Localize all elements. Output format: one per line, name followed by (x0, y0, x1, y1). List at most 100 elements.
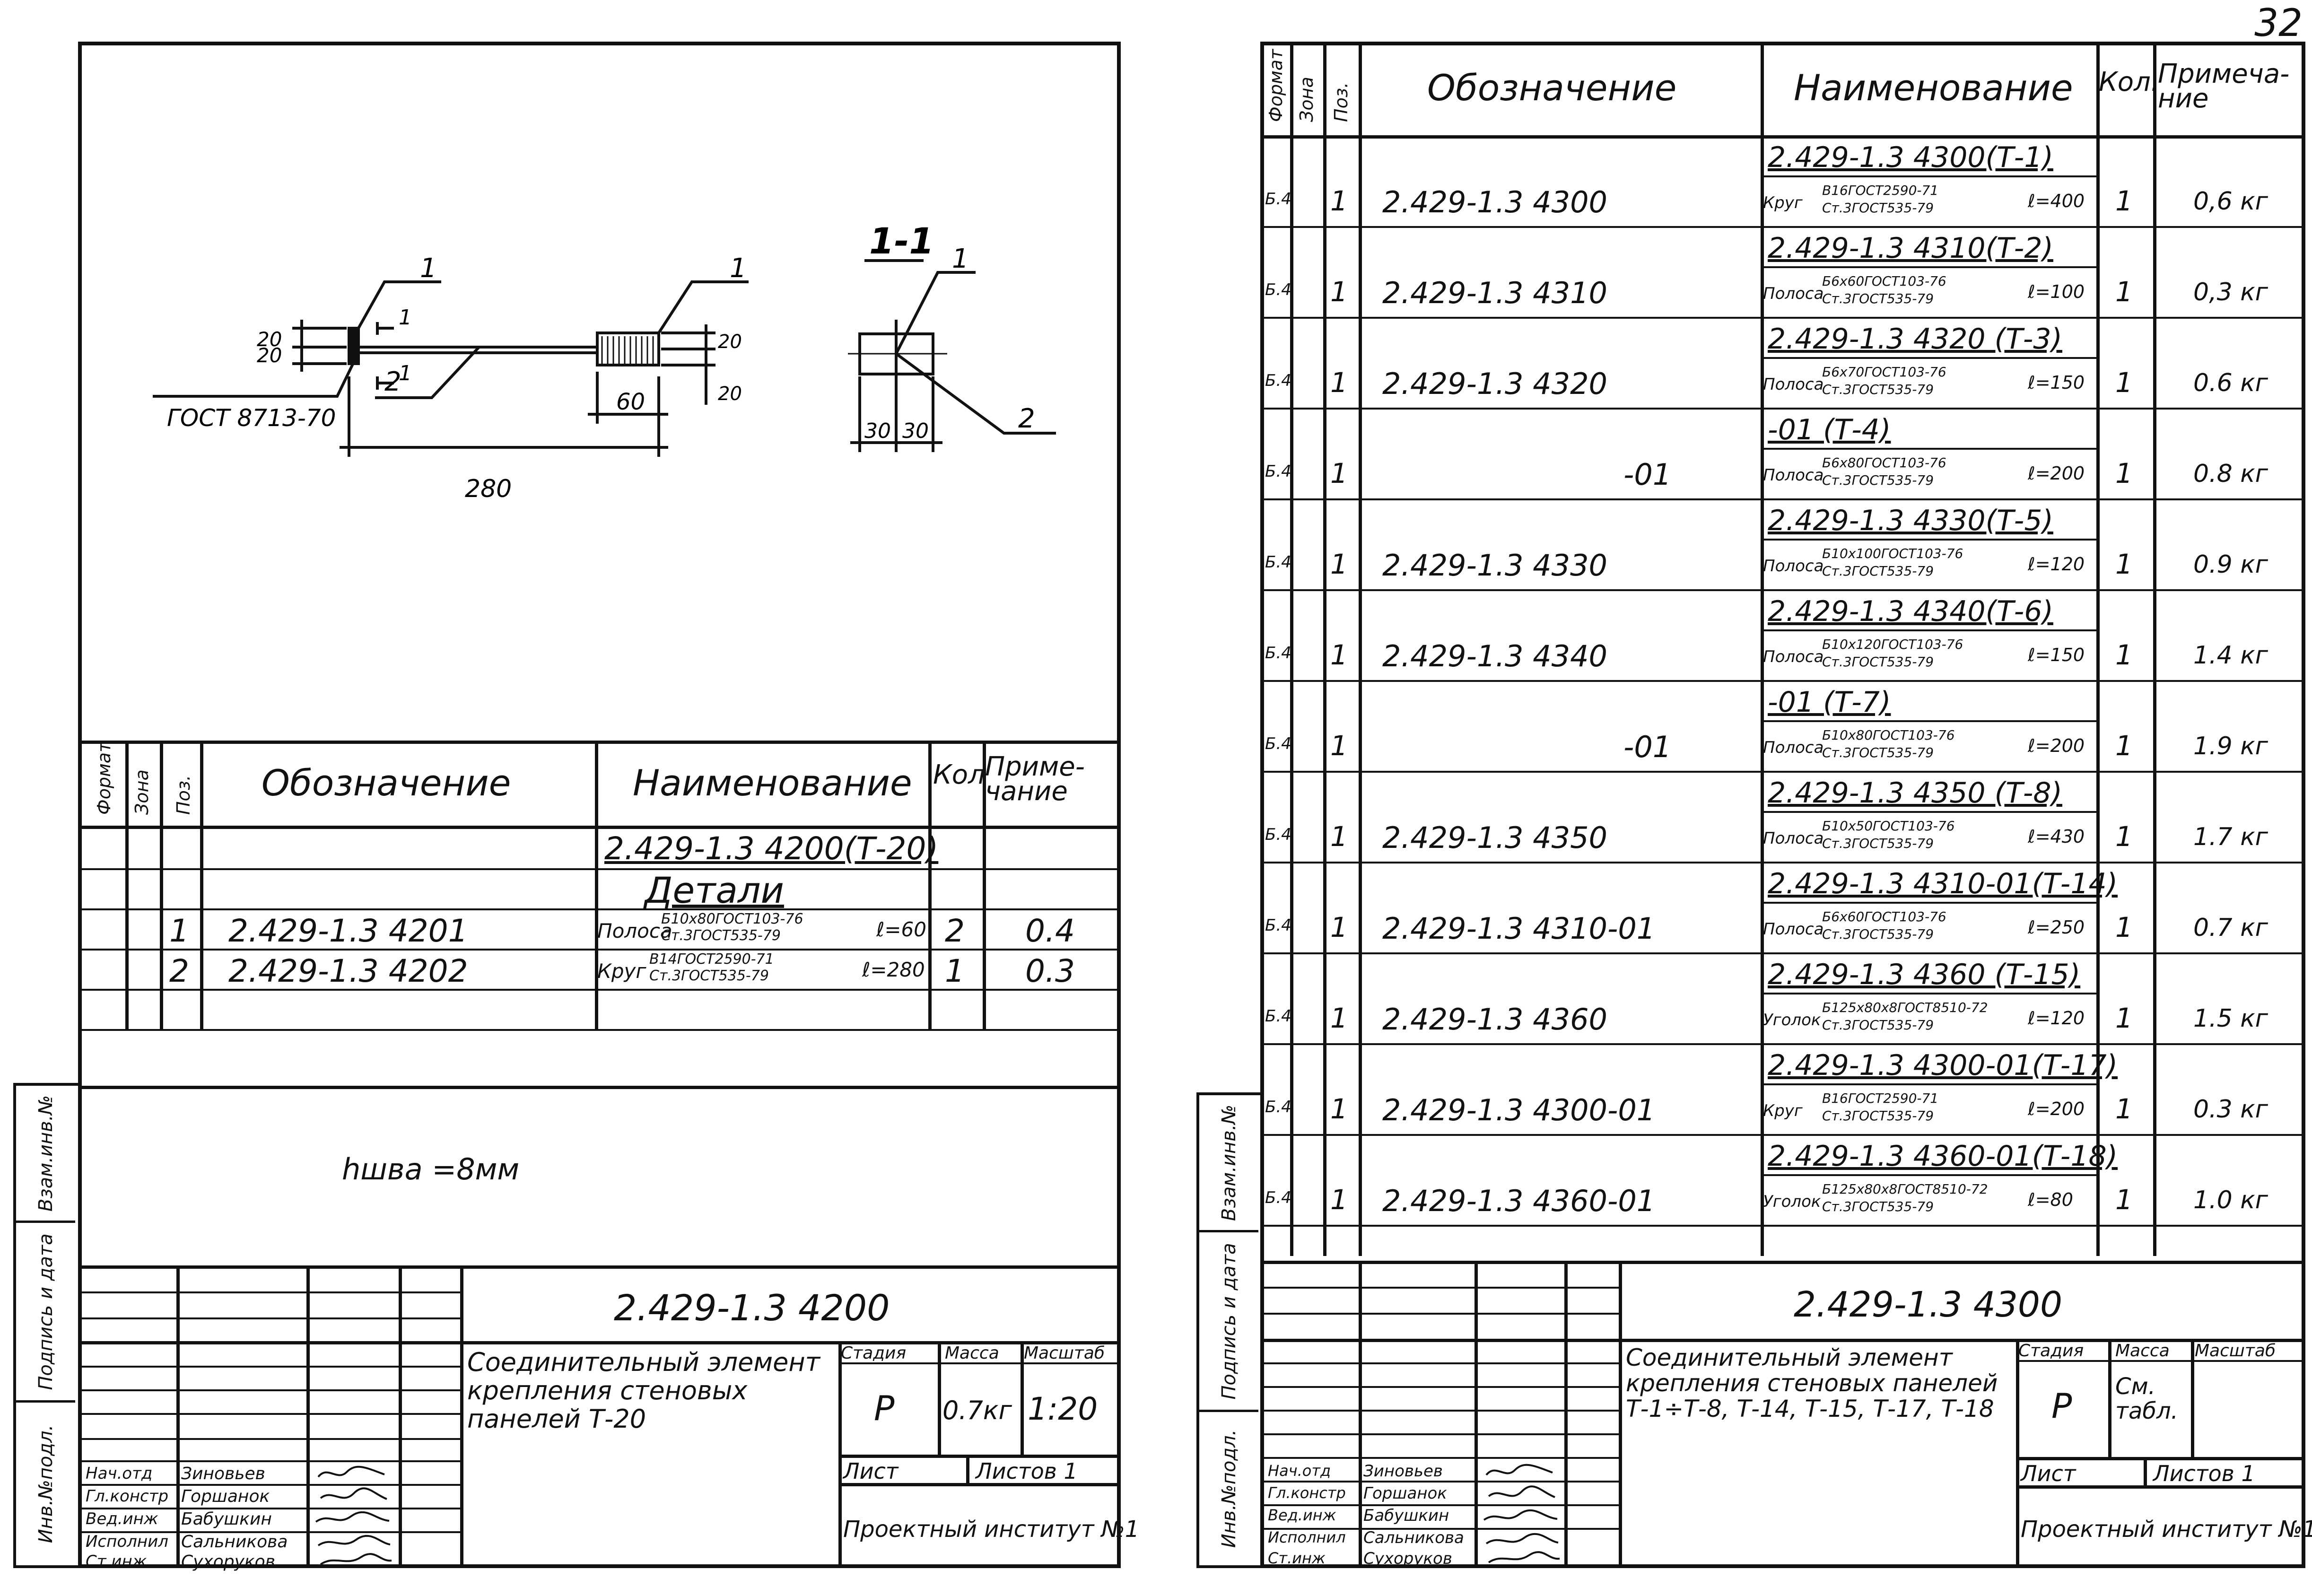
spec-format: Б.4 (1265, 1098, 1291, 1116)
spec-format: Б.4 (1265, 644, 1291, 663)
row-divider (1761, 539, 2096, 541)
spec-name-top: Б10x80ГОСТ103-76 (1822, 727, 1955, 743)
spec-name-bottom: Ст.3ГОСТ535-79 (1822, 563, 1934, 579)
spec-name-top: Б6x80ГОСТ103-76 (1822, 455, 1946, 471)
spec-name-length: ℓ=150 (2028, 645, 2085, 665)
binding-cell: Инв.№подл. (1199, 1412, 1258, 1565)
col-header-qty: Кол (933, 759, 985, 790)
spec-note: 1.7 кг (2193, 823, 2268, 851)
spec-name-bottom: Ст.3ГОСТ535-79 (1822, 745, 1934, 760)
row-divider (1264, 408, 2302, 410)
col-header-note: Приме-чание (985, 751, 1085, 807)
spec-note: 1.5 кг (2193, 1004, 2268, 1033)
right-binding-strip: Взам.инв.№ Подпись и дата Инв.№подл. (1196, 1092, 1261, 1568)
spec-format: Б.4 (1265, 190, 1291, 209)
col-header-qty: Кол. (2099, 67, 2159, 97)
spec-name-length: ℓ=200 (2028, 1099, 2085, 1119)
spec-name-length: ℓ=120 (2028, 554, 2085, 575)
signature-icon (315, 1465, 392, 1565)
spec-name-bottom: Ст.3ГОСТ535-79 (1822, 472, 1934, 488)
dim-20: 20 (257, 328, 282, 351)
row-divider (1761, 448, 2096, 450)
spec-group-title: 2.429-1.3 4340(Т-6) (1768, 595, 2053, 628)
spec-designation: 2.429-1.3 4310-01 (1382, 911, 1656, 946)
org-name: Проектный институт №1 (2021, 1516, 2312, 1543)
spec-name-top: Б10x120ГОСТ103-76 (1822, 637, 1963, 652)
row-divider (1264, 226, 2302, 228)
person-name: Бабушкин (181, 1509, 272, 1529)
spec-name-prefix: Полоса (1763, 557, 1824, 576)
org-name: Проектный институт №1 (843, 1516, 1140, 1543)
spec-name-bottom: Ст.3ГОСТ535-79 (1822, 291, 1934, 306)
spec-name-prefix: Полоса (1763, 375, 1824, 394)
left-drawing-sheet: ГОСТ 8713-70 280 60 20 20 20 20 30 30 1-… (78, 42, 1139, 1571)
col-header-format: Формат (94, 741, 114, 815)
spec-group-title: -01 (Т-4) (1768, 413, 1891, 446)
col-header-pos: Поз. (1331, 82, 1352, 122)
role-label: Вед.инж (1268, 1506, 1336, 1524)
dim-30: 30 (864, 419, 891, 443)
role-label: Исполнил (86, 1532, 168, 1551)
section-label: 1-1 (869, 220, 934, 262)
spec-name-prefix: Уголок (1763, 1011, 1821, 1029)
spec-qty: 1 (2115, 366, 2133, 399)
spec-note: 0,3 кг (2193, 278, 2268, 306)
binding-cell: Подпись и дата (1199, 1232, 1258, 1412)
spec-name-bottom: Ст.3ГОСТ535-79 (1822, 382, 1934, 397)
spec-name-prefix: Полоса (1763, 284, 1824, 303)
spec-qty: 1 (2115, 1002, 2133, 1034)
row-divider (1264, 498, 2302, 500)
binding-cell: Взам.инв.№ (1199, 1095, 1258, 1232)
spec-name-length: ℓ=120 (2028, 1008, 2085, 1029)
spec-designation: -01 (1623, 457, 1672, 492)
spec-name-length: ℓ=80 (2028, 1189, 2073, 1210)
spec-qty: 1 (945, 953, 965, 989)
title-doc-number: 2.429-1.3 4200 (614, 1287, 890, 1329)
binding-label: Подпись и дата (35, 1233, 57, 1390)
spec-name-length: ℓ=250 (2028, 917, 2085, 938)
col-header-name: Наименование (633, 762, 912, 804)
row-divider (1761, 720, 2096, 722)
spec-designation: 2.429-1.3 4310 (1382, 276, 1607, 310)
spec-name-bottom: Ст.3ГОСТ535-79 (1822, 654, 1934, 670)
scale-label: Масштаб (1024, 1343, 1105, 1363)
scale-value: 1:20 (1028, 1391, 1098, 1427)
spec-format: Б.4 (1265, 371, 1291, 390)
spec-name-length: ℓ=200 (2028, 735, 2085, 756)
spec-note: 0.3 кг (2193, 1095, 2268, 1124)
role-label: Нач.отд (1268, 1462, 1331, 1480)
spec-format: Б.4 (1265, 462, 1291, 481)
spec-pos: 1 (1330, 639, 1348, 671)
binding-label: Подпись и дата (1218, 1242, 1240, 1400)
spec-format: Б.4 (1265, 916, 1291, 935)
spec-pos: 1 (1330, 1002, 1348, 1034)
spec-name-prefix: Полоса (1763, 920, 1824, 939)
spec-format: Б.4 (1265, 553, 1291, 572)
dim-20: 20 (718, 331, 742, 353)
mass-label: Масса (945, 1343, 999, 1363)
spec-name-length: ℓ=430 (2028, 826, 2085, 847)
spec-designation: 2.429-1.3 4202 (228, 953, 468, 989)
left-title-block: 2.429-1.3 4200 Соединительный элемент кр… (82, 1265, 1139, 1571)
spec-note: 0.3 (1025, 953, 1075, 989)
sheet-label: Лист (2021, 1461, 2076, 1486)
dim-60: 60 (616, 389, 645, 415)
spec-format: Б.4 (1265, 734, 1291, 753)
spec-name-bottom: Ст.3ГОСТ535-79 (661, 927, 781, 944)
spec-note: 0.6 кг (2193, 369, 2268, 397)
row-divider (1761, 902, 2096, 904)
role-label: Гл.констр (1268, 1484, 1346, 1502)
row-divider (1264, 1043, 2302, 1045)
spec-name-top: Б6x70ГОСТ103-76 (1822, 364, 1946, 380)
sheets-label: Листов 1 (2153, 1461, 2255, 1486)
spec-name-length: ℓ=280 (862, 958, 925, 981)
row-divider (1264, 1134, 2302, 1136)
row-divider (1761, 266, 2096, 268)
spec-designation: 2.429-1.3 4330 (1382, 548, 1607, 583)
stage-label: Стадия (2018, 1341, 2084, 1361)
callout-number: 1 (420, 253, 437, 284)
spec-name-top: Б6x60ГОСТ103-76 (1822, 273, 1946, 289)
spec-format: Б.4 (1265, 280, 1291, 299)
row-divider (1264, 771, 2302, 773)
spec-format: Б.4 (1265, 1007, 1291, 1026)
